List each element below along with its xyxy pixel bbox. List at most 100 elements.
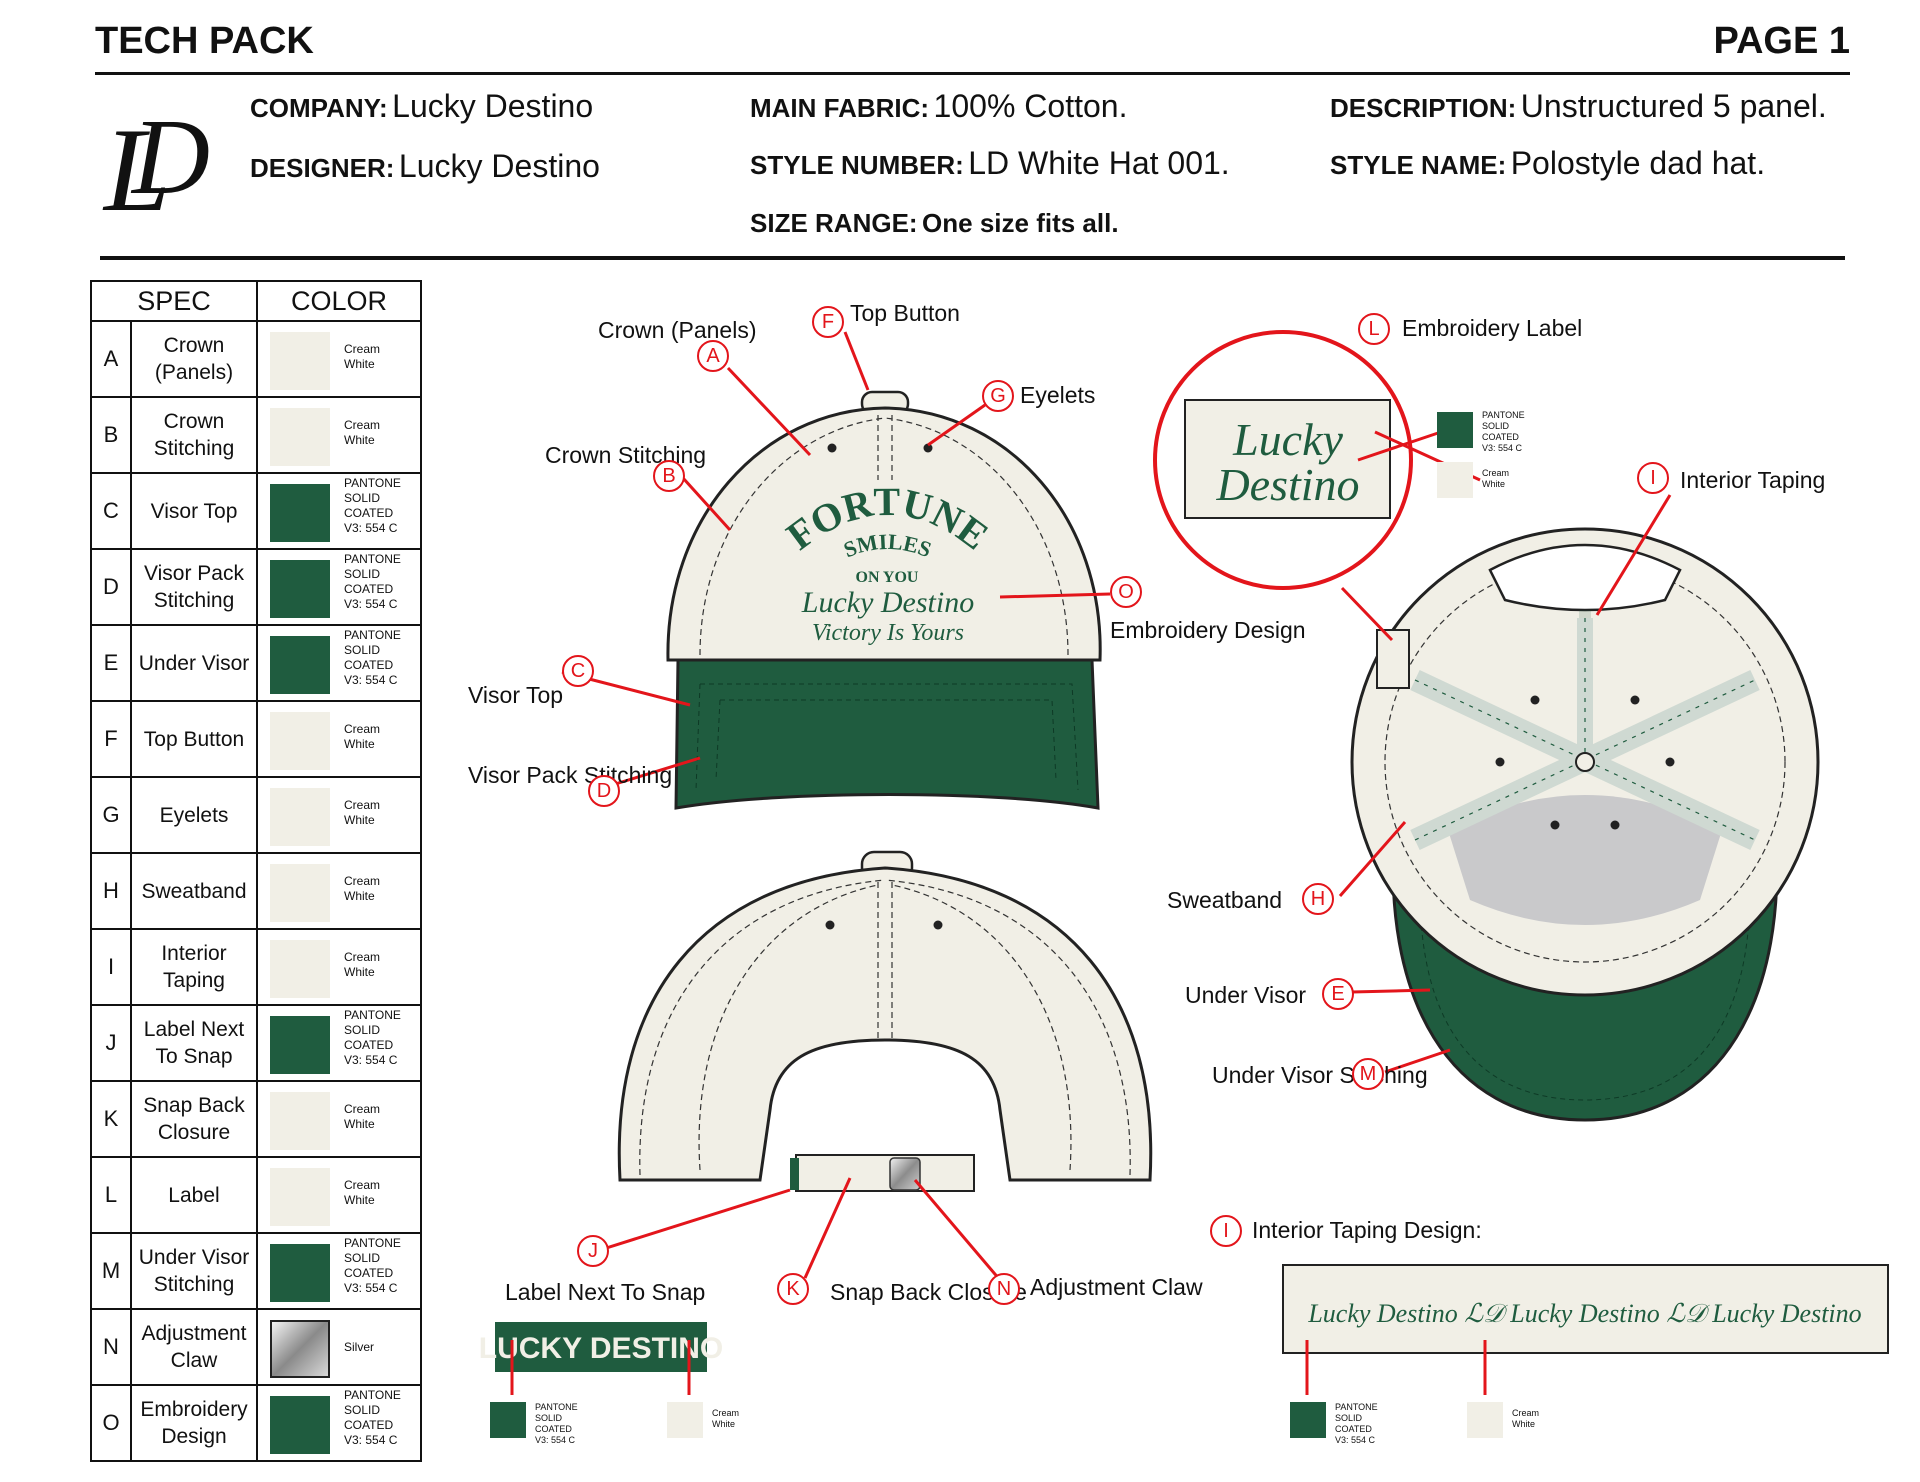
callout-f-label: Top Button — [850, 300, 960, 326]
spec-letter: D — [90, 548, 132, 626]
spec-letter: C — [90, 472, 132, 550]
color-swatch — [270, 1016, 330, 1074]
spec-color: Cream White — [256, 1080, 422, 1158]
spec-name: Adjustment Claw — [130, 1308, 258, 1386]
color-name: Cream White — [344, 950, 381, 979]
color-swatch — [270, 864, 330, 922]
callout-i2-label: Interior Taping Design: — [1252, 1217, 1482, 1243]
spec-name: Under Visor Stitching — [130, 1232, 258, 1310]
label-destino: Destino — [1215, 459, 1359, 510]
spec-header: SPEC — [90, 280, 258, 322]
callout-j-badge: J — [577, 1235, 609, 1267]
spec-color: PANTONE SOLID COATED V3: 554 C — [256, 548, 422, 626]
callout-i2-badge: I — [1210, 1215, 1242, 1247]
callout-d-label: Visor Pack Stitching — [468, 762, 673, 788]
label-swatch-cream — [1437, 462, 1473, 498]
spec-color: Cream White — [256, 928, 422, 1006]
style-number-value: LD White Hat 001. — [968, 145, 1230, 181]
description-label: DESCRIPTION: — [1330, 93, 1517, 123]
spec-name: Label Next To Snap — [130, 1004, 258, 1082]
company-label: COMPANY: — [250, 93, 388, 123]
color-name: Cream White — [344, 722, 381, 751]
designer-value: Lucky Destino — [398, 148, 600, 184]
spec-name: Label — [130, 1156, 258, 1234]
spec-name: Under Visor — [130, 624, 258, 702]
taping-swatch-green — [1290, 1402, 1326, 1438]
spec-color: PANTONE SOLID COATED V3: 554 C — [256, 1004, 422, 1082]
size-range-label: SIZE RANGE: — [750, 208, 918, 238]
taping-design: Lucky Destino ℒ𝒟 Lucky Destino ℒ𝒟 Lucky … — [1282, 1264, 1889, 1354]
callout-c-label: Visor Top — [468, 682, 564, 708]
callout-h-label: Sweatband — [1167, 887, 1283, 913]
callout-n-label: Adjustment Claw — [1030, 1274, 1203, 1300]
spec-letter: E — [90, 624, 132, 702]
spec-letter: J — [90, 1004, 132, 1082]
color-name: Cream White — [344, 1102, 381, 1131]
callout-e-badge: E — [1322, 978, 1354, 1010]
underside-hat — [1350, 527, 1820, 1122]
callout-n-badge: N — [988, 1273, 1020, 1305]
callout-o-badge: O — [1110, 576, 1142, 608]
spec-letter: L — [90, 1156, 132, 1234]
label-lucky: Lucky — [1232, 414, 1343, 465]
snap-swatch-cream-text: Cream White — [712, 1408, 740, 1429]
color-name: Cream White — [344, 342, 381, 371]
callout-b-badge: B — [653, 460, 685, 492]
color-swatch — [270, 1244, 330, 1302]
style-name-label: STYLE NAME: — [1330, 150, 1507, 180]
header-rule — [95, 72, 1850, 75]
callout-e-label: Under Visor — [1185, 982, 1307, 1008]
callout-b-label: Crown Stitching — [545, 442, 707, 468]
spec-letter: H — [90, 852, 132, 930]
snap-swatch-green — [490, 1402, 526, 1438]
spec-letter: B — [90, 396, 132, 474]
snap-swatch-green-text: PANTONE SOLID COATED V3: 554 C — [535, 1402, 578, 1445]
taping-text: Lucky Destino ℒ𝒟 Lucky Destino ℒ𝒟 Lucky … — [1307, 1299, 1861, 1328]
label-swatch-cream-text: Cream White — [1482, 468, 1510, 489]
color-name: PANTONE SOLID COATED V3: 554 C — [344, 1236, 401, 1295]
color-swatch — [270, 1396, 330, 1454]
spec-letter: A — [90, 320, 132, 398]
callout-l-label: Embroidery Label — [1402, 315, 1583, 341]
page-number: PAGE 1 — [1713, 20, 1850, 62]
spec-letter: I — [90, 928, 132, 1006]
spec-name: Interior Taping — [130, 928, 258, 1006]
designer-label: DESIGNER: — [250, 153, 395, 183]
spec-name: Visor Top — [130, 472, 258, 550]
callout-m-badge: M — [1352, 1058, 1384, 1090]
color-name: PANTONE SOLID COATED V3: 554 C — [344, 1008, 401, 1067]
color-swatch — [270, 1168, 330, 1226]
spec-name: Crown (Panels) — [130, 320, 258, 398]
spec-name: Crown Stitching — [130, 396, 258, 474]
taping-swatch-green-text: PANTONE SOLID COATED V3: 554 C — [1335, 1402, 1378, 1445]
label-swatch-green-text: PANTONE SOLID COATED V3: 554 C — [1482, 410, 1525, 453]
color-swatch — [270, 712, 330, 770]
embroidery-lucky-destino: Lucky Destino — [801, 586, 974, 619]
spec-letter: N — [90, 1308, 132, 1386]
spec-color: Cream White — [256, 776, 422, 854]
spec-color: Cream White — [256, 700, 422, 778]
callout-k-badge: K — [777, 1273, 809, 1305]
callout-o-label: Embroidery Design — [1110, 617, 1306, 643]
spec-color: PANTONE SOLID COATED V3: 554 C — [256, 472, 422, 550]
svg-text:L: L — [102, 103, 171, 228]
callout-l-badge: L — [1358, 313, 1390, 345]
fabric-label: MAIN FABRIC: — [750, 93, 930, 123]
company-value: Lucky Destino — [392, 88, 594, 124]
info-rule — [100, 256, 1845, 260]
callout-a-label: Crown (Panels) — [598, 317, 757, 343]
callout-i-label: Interior Taping — [1680, 467, 1826, 493]
color-swatch — [270, 484, 330, 542]
label-magnifier: Lucky Destino — [1153, 330, 1413, 642]
